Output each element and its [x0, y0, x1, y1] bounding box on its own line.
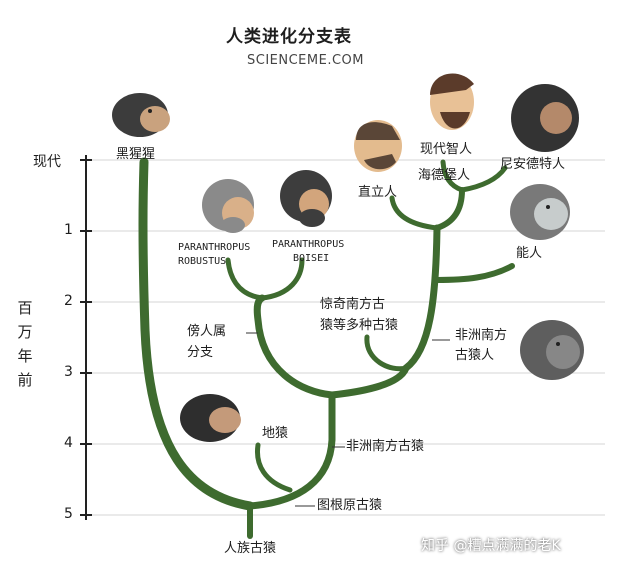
homo-sapiens-head-icon [430, 73, 474, 130]
label-various-australopiths-line1: 惊奇南方古 [320, 297, 386, 312]
ytick-5: 5 [64, 506, 73, 522]
page-title: 人类进化分支表 [226, 27, 352, 47]
label-heidelbergensis: 海德堡人 [418, 168, 471, 183]
label-homo-habilis: 能人 [516, 246, 543, 261]
ytick-4: 4 [64, 435, 73, 451]
label-africanus-line1: 非洲南方 [455, 328, 508, 343]
robustus-head-icon [202, 179, 254, 233]
ytick-3: 3 [64, 364, 73, 380]
ytick-2: 2 [64, 293, 73, 309]
label-robustus-line2: ROBUSTUS [178, 256, 227, 267]
ytick-1: 1 [64, 222, 73, 238]
neanderthal-head-icon [511, 84, 579, 152]
label-leaders [246, 332, 450, 507]
branch-ardipithecus [254, 442, 293, 493]
site-url: SCIENCEME.COM [247, 53, 364, 68]
time-axis [80, 155, 92, 520]
label-various-australopiths-line2: 猿等多种古猿 [320, 318, 399, 333]
branch-sapiens [440, 159, 465, 193]
label-afarensis: 非洲南方古猿 [346, 439, 425, 454]
branch-afarensis [328, 364, 410, 399]
ardipithecus-head-icon [180, 394, 241, 442]
boisei-head-icon [280, 170, 332, 227]
branch-various-australopiths [364, 334, 409, 372]
branch-hominin-main [246, 391, 336, 510]
watermark: 知乎 @糟点满满的老K [421, 538, 561, 554]
label-homo-sapiens: 现代智人 [420, 142, 473, 157]
homo-habilis-head-icon [510, 184, 570, 240]
branch-heidelbergensis [434, 187, 465, 231]
chimpanzee-head-icon [112, 93, 170, 137]
label-paranthropus-line1: 傍人属 [187, 324, 227, 339]
y-axis-title: 百万年前 [17, 299, 33, 389]
branch-boisei [259, 257, 305, 301]
branch-robustus [225, 257, 265, 301]
label-africanus-line2: 古猿人 [455, 348, 495, 363]
label-robustus-line1: PARANTHROPUS [178, 242, 251, 253]
label-chimpanzee: 黑猩猩 [116, 147, 156, 162]
branch-homo-stem [402, 224, 441, 372]
label-ardipithecus: 地猿 [262, 426, 289, 441]
branch-homo-habilis [434, 263, 515, 283]
homo-erectus-head-icon [354, 120, 402, 172]
australopithecus-africanus-head-icon [520, 320, 584, 380]
ytick-present: 现代 [33, 154, 61, 170]
label-boisei-line1: PARANTHROPUS [272, 239, 345, 250]
branch-neanderthal [459, 165, 508, 193]
branch-split [389, 195, 440, 231]
label-hominin-ancestor: 人族古猿 [224, 541, 277, 556]
label-boisei-line2: BOISEI [293, 253, 330, 264]
label-neanderthal: 尼安德特人 [500, 157, 566, 172]
branch-chimpanzee [138, 157, 255, 511]
label-orrorin: 图根原古猿 [317, 498, 383, 513]
label-paranthropus-line2: 分支 [187, 345, 214, 360]
branch-hub [253, 294, 336, 399]
label-homo-erectus: 直立人 [358, 185, 398, 200]
